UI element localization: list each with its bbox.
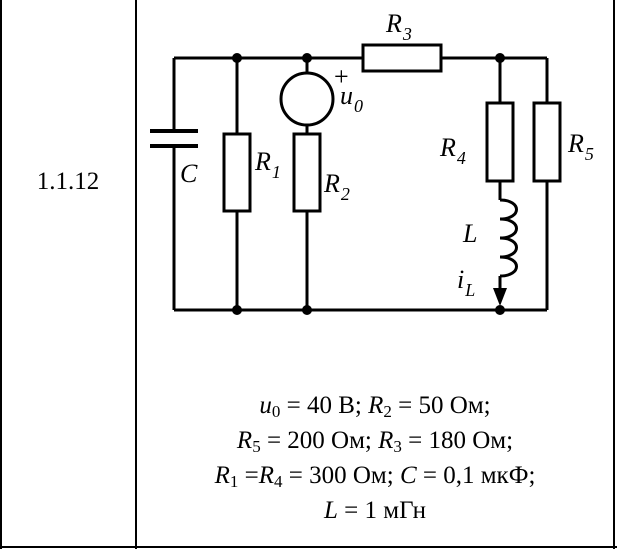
label-l: L <box>462 219 477 248</box>
problem-number: 1.1.12 <box>36 168 100 195</box>
params-line-2: R5 = 200 Ом; R3 = 180 Ом; <box>236 427 514 456</box>
resistor-r1 <box>222 132 252 213</box>
label-r3: R3 <box>385 9 412 44</box>
resistor-r3 <box>361 43 443 73</box>
label-plus: + <box>334 62 349 91</box>
label-c: C <box>180 159 198 188</box>
junction-dot <box>232 53 242 63</box>
resistor-r5 <box>532 101 562 183</box>
label-r1: R1 <box>254 147 281 182</box>
junction-dot <box>232 305 242 315</box>
label-r2: R2 <box>323 169 350 204</box>
parameters-block: u0 = 40 В; R2 = 50 Ом; R5 = 200 Ом; R3 =… <box>136 388 614 528</box>
voltage-source-u0 <box>279 71 335 127</box>
junction-dot <box>302 53 312 63</box>
junction-dot <box>302 305 312 315</box>
resistor-r2 <box>292 132 322 213</box>
label-il: iL <box>457 265 475 300</box>
junction-dot <box>495 53 505 63</box>
resistor-r4 <box>485 101 515 183</box>
label-u0: u0 <box>340 81 363 116</box>
params-line-3: R1 =R4 = 300 Ом; C = 0,1 мкФ; <box>214 462 536 491</box>
label-r4: R4 <box>439 133 466 168</box>
inductor-l <box>499 198 518 278</box>
label-r5: R5 <box>567 129 594 164</box>
params-line-4: L = 1 мГн <box>324 497 426 524</box>
current-arrow-il <box>493 288 507 306</box>
junction-dot <box>495 305 505 315</box>
params-line-1: u0 = 40 В; R2 = 50 Ом; <box>259 392 491 421</box>
